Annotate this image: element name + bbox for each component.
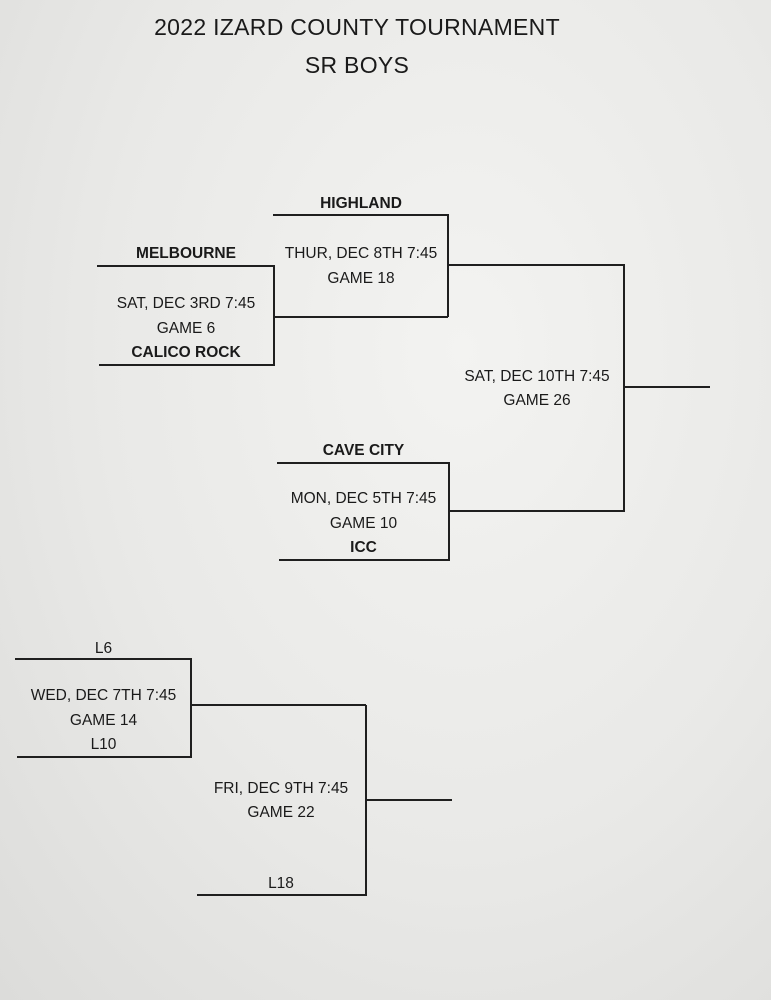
game14-date: WED, DEC 7TH 7:45 — [30, 687, 177, 704]
team-calico-rock: CALICO ROCK — [131, 344, 241, 361]
game6-number: GAME 6 — [156, 320, 216, 337]
game14-number: GAME 14 — [69, 712, 138, 729]
slot-l10: L10 — [90, 736, 117, 753]
slot-l6: L6 — [94, 640, 113, 657]
game22-number: GAME 22 — [247, 804, 315, 821]
team-melbourne: MELBOURNE — [136, 245, 236, 262]
team-cave-city: CAVE CITY — [322, 442, 405, 459]
page-title: 2022 IZARD COUNTY TOURNAMENT — [154, 14, 560, 40]
team-icc: ICC — [350, 539, 377, 556]
slot-l18: L18 — [268, 875, 294, 892]
team-highland: HIGHLAND — [320, 195, 402, 212]
game18-number: GAME 18 — [327, 270, 395, 287]
game26-date: SAT, DEC 10TH 7:45 — [464, 368, 610, 385]
game18-date: THUR, DEC 8TH 7:45 — [284, 245, 438, 262]
game10-number: GAME 10 — [329, 515, 398, 532]
game6-date: SAT, DEC 3RD 7:45 — [116, 295, 256, 312]
game26-number: GAME 26 — [503, 392, 571, 409]
game22-date: FRI, DEC 9TH 7:45 — [213, 780, 349, 797]
page-subtitle: SR BOYS — [304, 52, 410, 78]
game10-date: MON, DEC 5TH 7:45 — [290, 490, 437, 507]
